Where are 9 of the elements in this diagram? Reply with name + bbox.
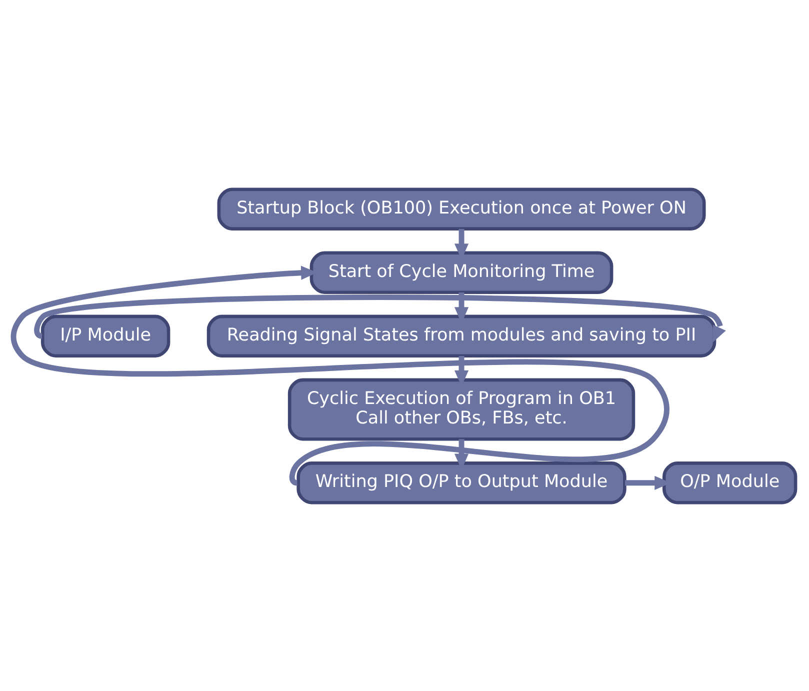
node-box: I/P Module <box>40 314 170 357</box>
node-box: Startup Block (OB100) Execution once at Power ON <box>217 187 706 230</box>
node-box: Writing PIQ O/P to Output Module <box>296 461 626 504</box>
node-box: Start of Cycle Monitoring Time <box>310 250 614 294</box>
node-box: Cyclic Execution of Program in OB1 Call other OBs, FBs, etc. <box>288 378 636 440</box>
node-box: O/P Module <box>662 461 798 504</box>
arrow <box>11 265 670 484</box>
node-box: Reading Signal States from modules and saving to PII <box>206 314 716 357</box>
arrow <box>34 294 726 342</box>
